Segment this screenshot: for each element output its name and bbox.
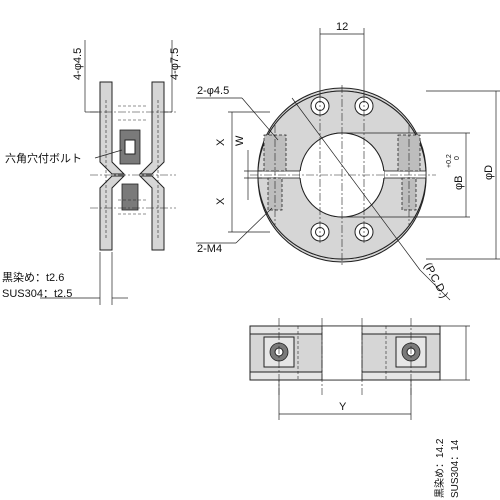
top-view [249, 318, 470, 420]
label-dim-w: W [234, 135, 246, 146]
label-height-black: 黒染め：14.2 [433, 438, 446, 498]
label-dim-y: Y [339, 401, 347, 413]
label-dim-outer: φD [483, 165, 495, 180]
label-tap-m4: 2-M4 [197, 243, 222, 255]
side-right-plate-lower [138, 175, 165, 251]
label-side-hole-small: 4-φ4.5 [72, 48, 84, 80]
label-side-hole-large: 4-φ7.5 [169, 48, 181, 80]
label-pcd: (P.C.D.) [421, 261, 450, 300]
label-thickness-black: 黒染め：t2.6 [2, 270, 64, 284]
label-dim-x-lower: X [215, 197, 227, 205]
label-dim-bore: φB [453, 176, 465, 190]
label-dim-x-upper: X [215, 138, 227, 146]
label-bore-tol-upper: +0.2 [446, 154, 453, 168]
side-view [40, 40, 176, 305]
hex-bolt-socket [124, 139, 136, 155]
label-hex-bolt: 六角穴付ボルト [5, 151, 82, 165]
label-thickness-sus: SUS304：t2.5 [2, 288, 72, 300]
side-left-plate-lower [99, 175, 126, 251]
label-bore-tol-lower: 0 [454, 156, 461, 160]
label-top-dim: 12 [336, 21, 348, 33]
bolt-lower [121, 183, 139, 211]
label-hole-2: 2-φ4.5 [197, 85, 229, 97]
front-view [196, 28, 500, 301]
side-right-plate-upper [138, 81, 165, 175]
label-height-sus: SUS304：14 [450, 439, 461, 498]
pcd-line [291, 97, 421, 271]
